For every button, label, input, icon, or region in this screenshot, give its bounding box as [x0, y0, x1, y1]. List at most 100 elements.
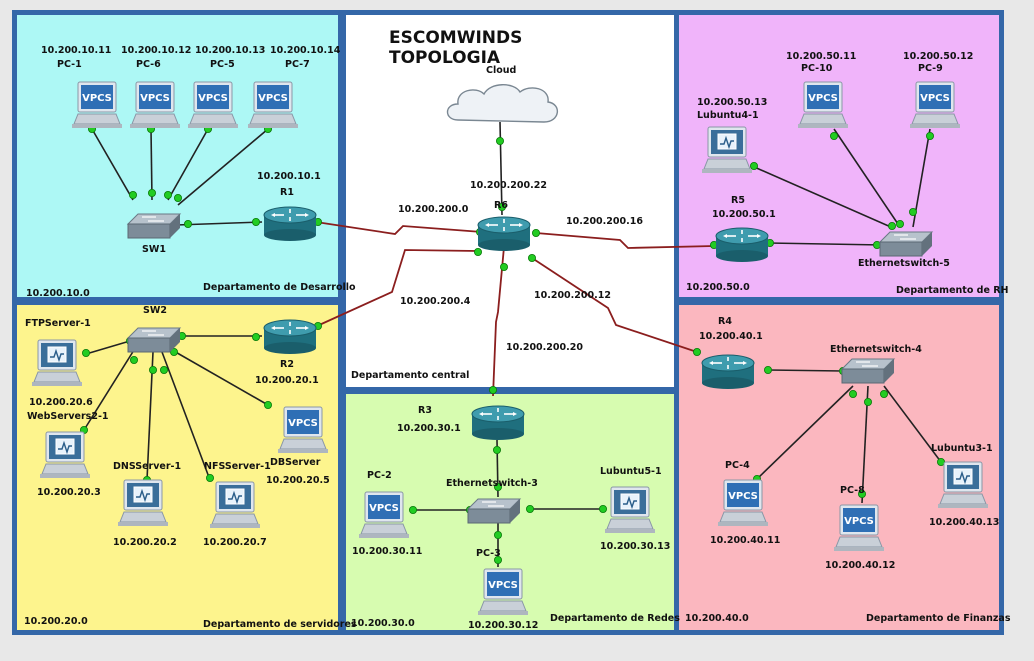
port-dot: [693, 347, 702, 356]
device-r4[interactable]: [700, 353, 756, 393]
serial-r6-r4: [531, 257, 698, 353]
zone-servidores-network: 10.200.20.0: [24, 616, 88, 627]
device-r3[interactable]: [470, 404, 526, 444]
device-sw1[interactable]: [126, 212, 182, 246]
device-lubuntu4[interactable]: [700, 125, 754, 181]
host-icon: [605, 486, 655, 533]
port-dot: [82, 348, 91, 357]
vpcs-icon: VPCS: [798, 81, 848, 128]
device-web[interactable]: [38, 430, 92, 486]
switch-icon: [126, 213, 182, 239]
device-r1[interactable]: [262, 205, 318, 245]
device-esw3[interactable]: [466, 497, 522, 531]
vpcs-icon: VPCS: [478, 568, 528, 615]
link-nfs-sw2: [161, 351, 211, 481]
device-cloud[interactable]: [440, 80, 564, 132]
device-lubuntu5[interactable]: [603, 485, 657, 541]
device-nfs[interactable]: [208, 480, 262, 536]
device-lubuntu3[interactable]: [936, 460, 990, 516]
label-pc6-ip: 10.200.10.12: [121, 45, 192, 56]
serial-r6-r5: [535, 232, 715, 249]
label-r1-ip: 10.200.10.1: [257, 171, 321, 182]
label-r5-name: R5: [731, 195, 745, 206]
port-dot: [499, 262, 508, 271]
port-dot: [159, 365, 168, 374]
label-pc8-ip: 10.200.40.12: [825, 560, 896, 571]
label-db-ip: 10.200.20.5: [266, 475, 330, 486]
port-dot: [528, 253, 537, 262]
port-dot: [205, 473, 214, 482]
label-nfs-ip: 10.200.20.7: [203, 537, 267, 548]
label-pc10-ip: 10.200.50.11: [786, 51, 857, 62]
port-dot: [909, 207, 918, 216]
vpcs-icon: VPCS: [359, 491, 409, 538]
port-dot: [926, 131, 935, 140]
port-dot: [473, 247, 482, 256]
device-dns[interactable]: [116, 478, 170, 534]
device-esw4[interactable]: [840, 357, 896, 391]
device-r5[interactable]: [714, 226, 770, 266]
label-r4-ip: 10.200.40.1: [699, 331, 763, 342]
port-dot: [750, 161, 759, 170]
device-pc2[interactable]: VPCS: [357, 490, 411, 546]
router-icon: [715, 227, 769, 262]
label-esw4-name: Ethernetswitch-4: [830, 344, 922, 355]
link-lubuntu4-esw5: [751, 165, 894, 229]
router-icon: [701, 354, 755, 389]
device-pc7[interactable]: VPCS: [246, 80, 300, 136]
vpcs-icon: VPCS: [910, 81, 960, 128]
svg-text:VPCS: VPCS: [258, 93, 288, 104]
label-cloud-name: Cloud: [486, 65, 517, 76]
label-lubuntu4-name: Lubuntu4-1: [697, 110, 759, 121]
label-esw3-name: Ethernetswitch-3: [446, 478, 538, 489]
link-pc6-sw1: [150, 128, 153, 201]
vpcs-icon: VPCS: [718, 479, 768, 526]
label-link-r6-r5: 10.200.200.16: [566, 216, 643, 227]
label-esw5-name: Ethernetswitch-5: [858, 258, 950, 269]
link-pc10-esw5: [833, 128, 901, 228]
label-web-ip: 10.200.20.3: [37, 487, 101, 498]
label-lubuntu5-ip: 10.200.30.13: [600, 541, 671, 552]
port-dot: [888, 221, 897, 230]
link-esw4-pc4: [756, 385, 854, 480]
device-r6[interactable]: [476, 215, 532, 255]
label-r5-ip: 10.200.50.1: [712, 209, 776, 220]
zone-desarrollo-network: 10.200.10.0: [26, 288, 90, 299]
device-r2[interactable]: [262, 318, 318, 358]
zone-redes-name: Departamento de Redes: [550, 613, 680, 624]
label-sw2-name: SW2: [143, 305, 167, 316]
device-pc4[interactable]: VPCS: [716, 478, 770, 534]
zone-finanzas-name: Departamento de Finanzas: [866, 613, 1011, 624]
link-pc7-sw1: [177, 128, 269, 206]
label-link-r6-r1: 10.200.200.0: [398, 204, 469, 215]
host-icon: [938, 461, 988, 508]
host-icon: [118, 479, 168, 526]
port-dot: [492, 445, 501, 454]
port-dot: [128, 190, 137, 199]
cloud-icon: [446, 84, 558, 123]
device-pc10[interactable]: VPCS: [796, 80, 850, 136]
device-ftp[interactable]: [30, 338, 84, 394]
device-pc9[interactable]: VPCS: [908, 80, 962, 136]
label-pc5-name: PC-5: [210, 59, 235, 70]
device-pc8[interactable]: VPCS: [832, 503, 886, 559]
device-pc5[interactable]: VPCS: [186, 80, 240, 136]
serial-r6-r1: [315, 221, 483, 235]
zone-rh-network: 10.200.50.0: [686, 282, 750, 293]
device-pc6[interactable]: VPCS: [128, 80, 182, 136]
device-pc3[interactable]: VPCS: [476, 567, 530, 623]
port-dot: [493, 482, 502, 491]
label-r1-name: R1: [280, 187, 294, 198]
device-db[interactable]: VPCS: [276, 405, 330, 461]
svg-text:VPCS: VPCS: [844, 516, 874, 527]
svg-text:VPCS: VPCS: [488, 580, 518, 591]
port-dot: [493, 531, 502, 540]
device-sw2[interactable]: [126, 326, 182, 360]
svg-text:VPCS: VPCS: [728, 491, 758, 502]
port-dot: [830, 131, 839, 140]
label-pc1-ip: 10.200.10.11: [41, 45, 112, 56]
label-link-r6-r4: 10.200.200.12: [534, 290, 611, 301]
label-r6-ip: 10.200.200.22: [470, 180, 547, 191]
device-pc1[interactable]: VPCS: [70, 80, 124, 136]
device-esw5[interactable]: [878, 230, 934, 264]
